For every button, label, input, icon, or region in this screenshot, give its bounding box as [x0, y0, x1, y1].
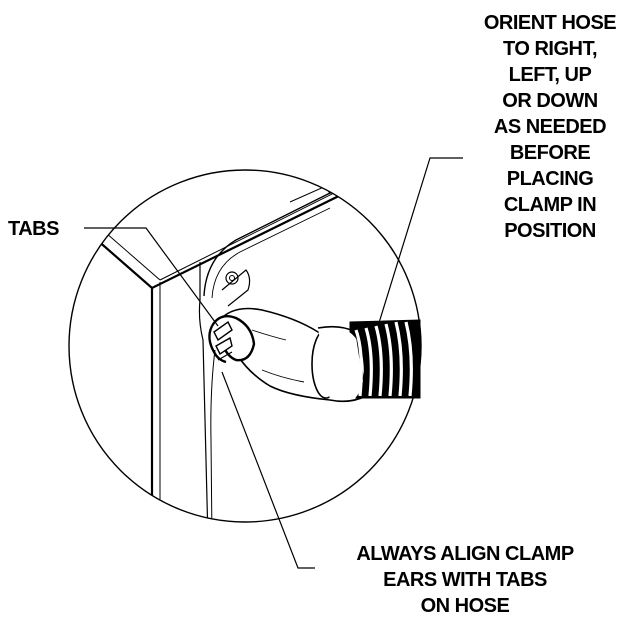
corrugated-hose: [349, 319, 421, 399]
leader-lines: [84, 157, 463, 569]
orient-line: PLACING: [506, 168, 594, 190]
orient-line: TO RIGHT,: [502, 38, 598, 60]
align-line: ALWAYS ALIGN CLAMP: [356, 543, 574, 565]
tabs-label-text: TABS: [8, 218, 59, 240]
leader-orient: [377, 157, 463, 327]
panel-recess: [203, 186, 349, 297]
align-line: ON HOSE: [420, 595, 510, 617]
orient-line: OR DOWN: [502, 90, 598, 112]
leader-tabs: [84, 227, 219, 327]
align-line: EARS WITH TABS: [383, 569, 547, 591]
orient-line: POSITION: [504, 220, 596, 242]
hose-clamp: [208, 315, 256, 364]
orient-line: CLAMP IN: [503, 194, 597, 216]
align-clamp-label: ALWAYS ALIGN CLAMP EARS WITH TABS ON HOS…: [300, 541, 629, 619]
orient-hose-label: ORIENT HOSE TO RIGHT, LEFT, UP OR DOWN A…: [460, 10, 629, 244]
orient-line: BEFORE: [509, 142, 591, 164]
tabs-label: TABS: [8, 216, 59, 242]
orient-line: ORIENT HOSE: [483, 12, 617, 34]
detail-circle: [68, 169, 422, 523]
orient-line: LEFT, UP: [508, 64, 592, 86]
screw-icon: [225, 271, 239, 285]
leader-align: [221, 371, 315, 569]
orient-line: AS NEEDED: [493, 116, 607, 138]
